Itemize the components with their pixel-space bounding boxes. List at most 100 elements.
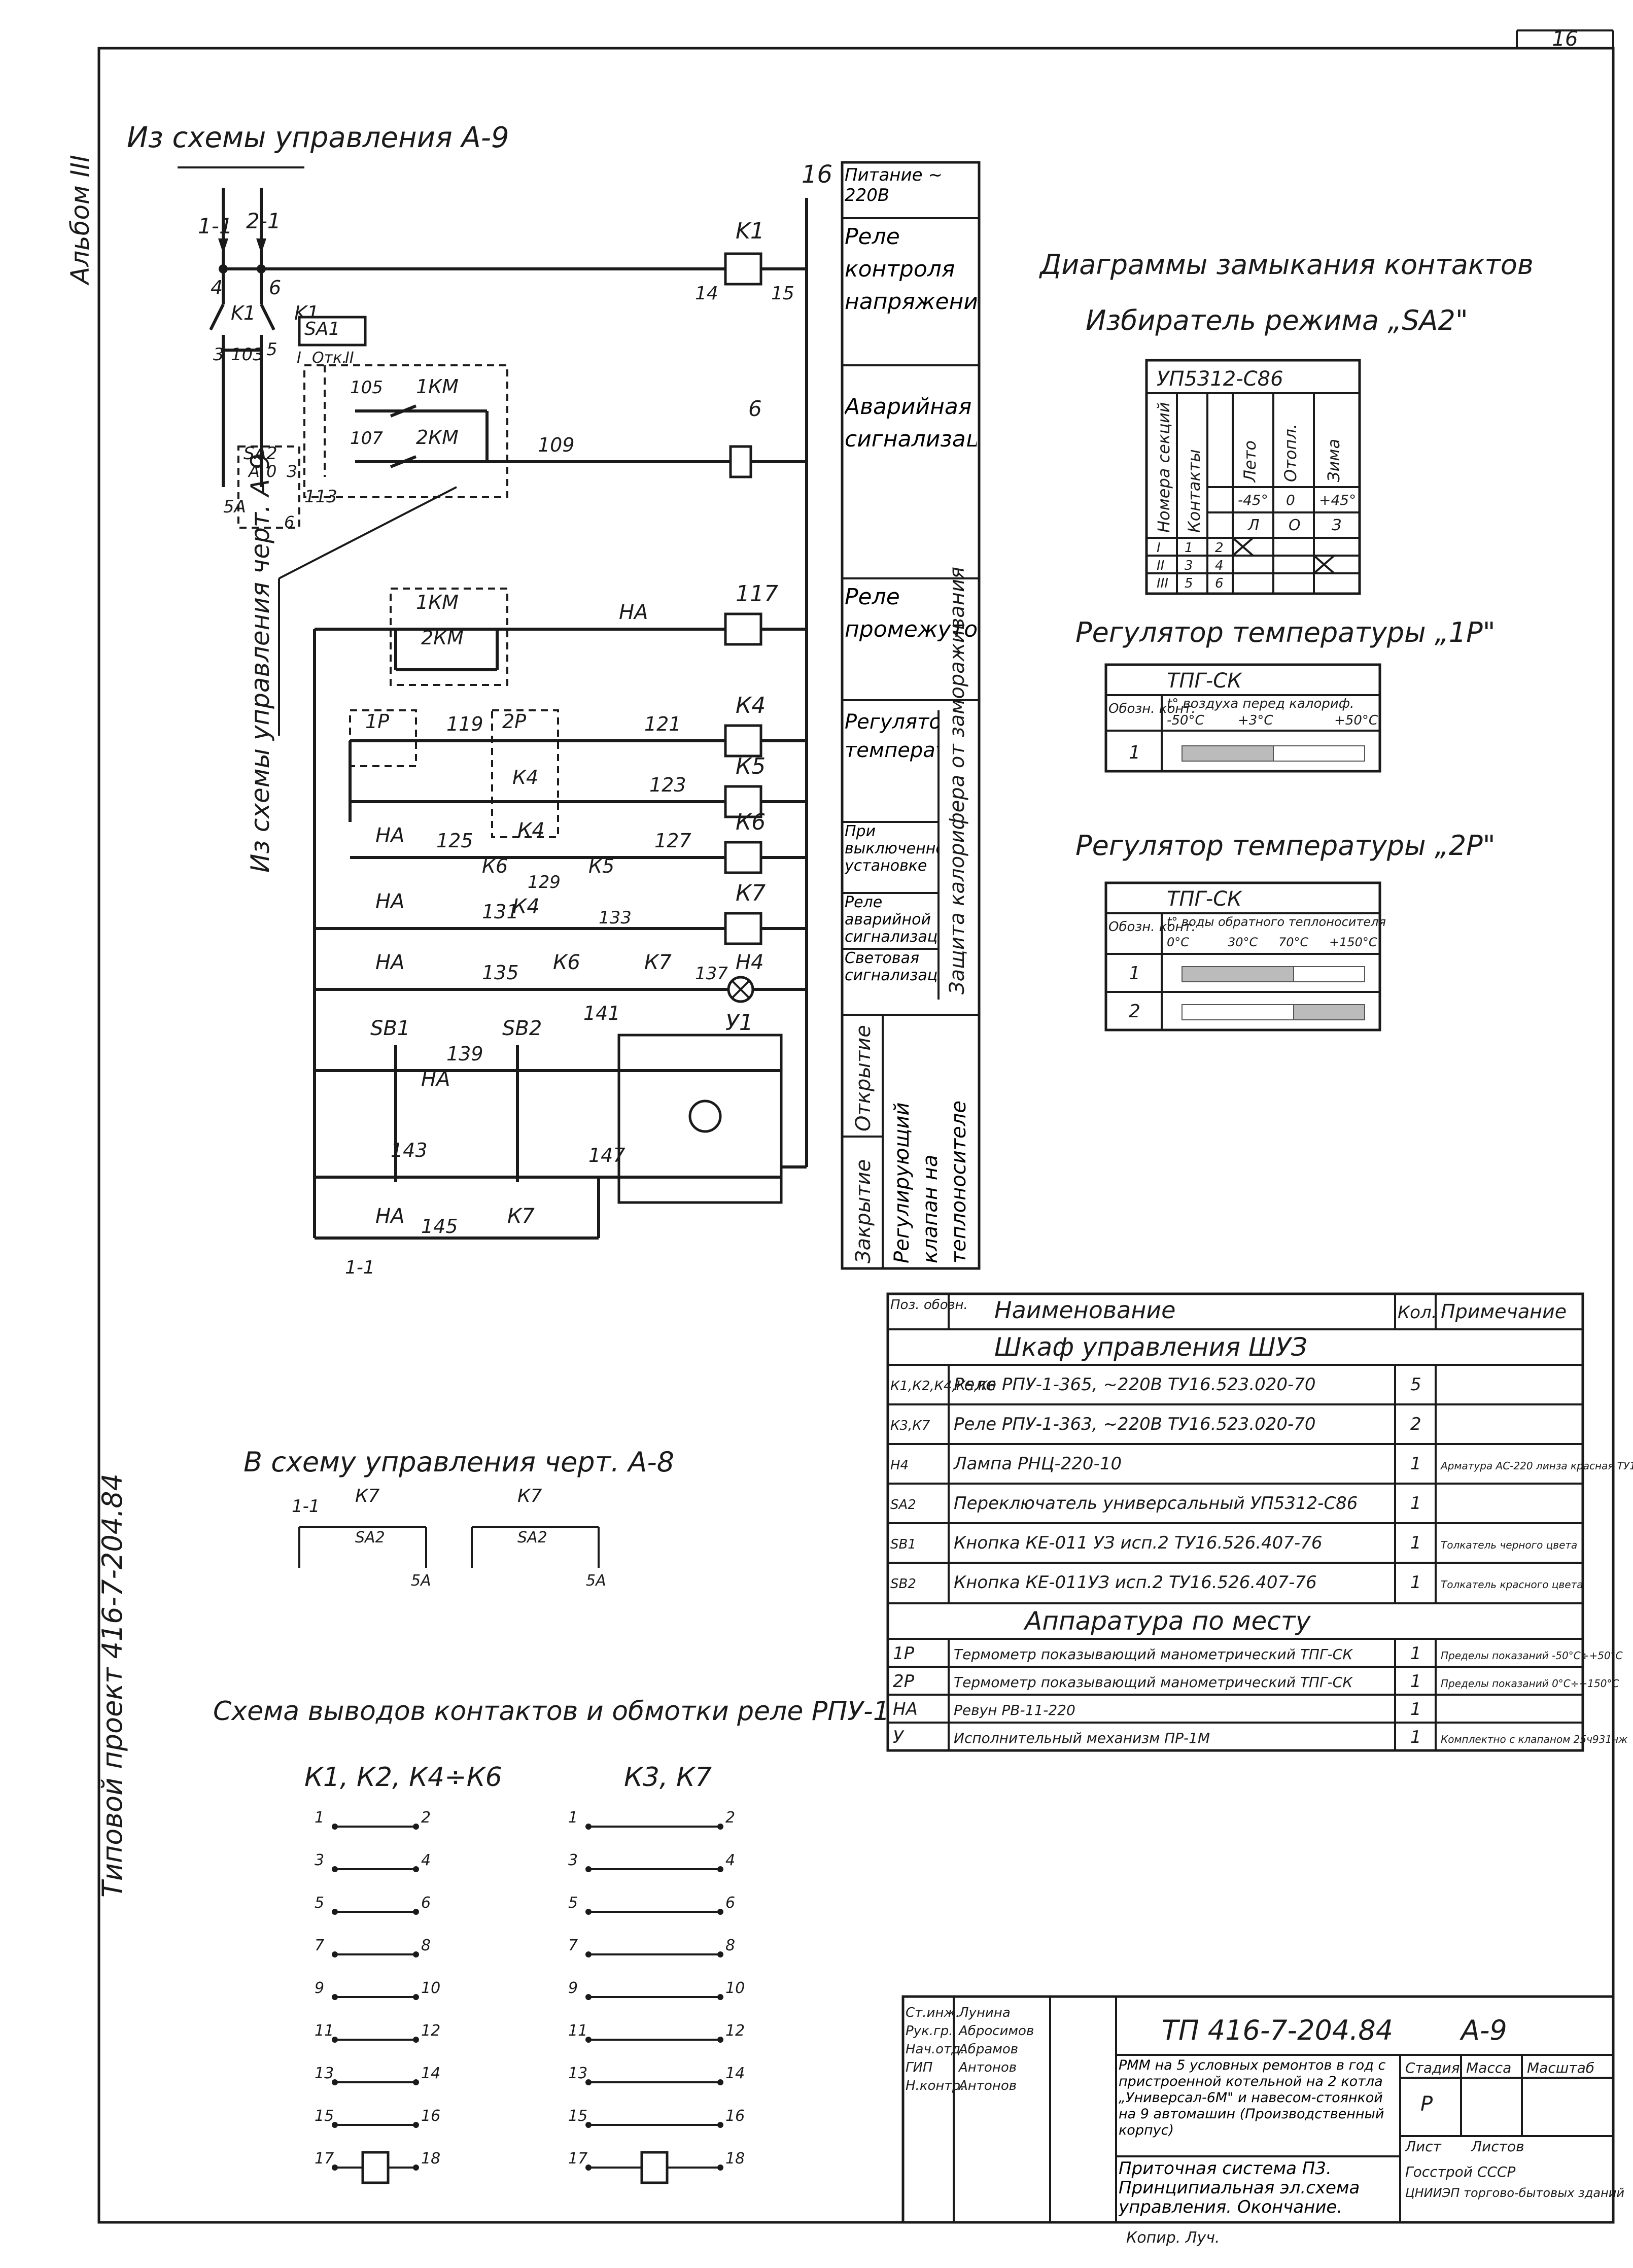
svg-text:II: II: [345, 349, 354, 367]
svg-text:107: 107: [350, 428, 383, 449]
svg-text:К7: К7: [507, 1205, 535, 1228]
svg-text:16: 16: [802, 160, 832, 189]
svg-text:К6: К6: [736, 809, 766, 835]
spec-cell-pos: К3,К7: [890, 1418, 930, 1433]
svg-text:1КМ: 1КМ: [416, 375, 459, 398]
svg-text:1КМ: 1КМ: [416, 591, 459, 613]
pin-label: 18: [725, 2150, 745, 2168]
svg-text:141: 141: [583, 1002, 620, 1024]
label-temp-regulator: Регулятор температуры: [845, 710, 939, 762]
svg-text:НА: НА: [619, 601, 648, 624]
pin-label: 11: [315, 2022, 334, 2040]
svg-text:145: 145: [421, 1215, 458, 1238]
spec-cell-name: Реле РПУ-1-365, ~220В ТУ16.523.020-70: [954, 1374, 1316, 1395]
svg-text:Масштаб: Масштаб: [1527, 2059, 1594, 2076]
svg-text:Лето: Лето: [1240, 440, 1260, 483]
svg-text:К5: К5: [736, 753, 766, 779]
svg-text:14: 14: [695, 283, 718, 304]
svg-text:+45°: +45°: [1319, 492, 1356, 508]
spec-cell-qty: 1: [1410, 1454, 1421, 1474]
svg-text:О: О: [1289, 517, 1301, 534]
svg-text:ЦНИИЭП торгово-бытовых зданий: ЦНИИЭП торгово-бытовых зданий: [1405, 2186, 1624, 2200]
svg-text:5А: 5А: [223, 497, 246, 517]
spec-cell-pos: SВ2: [890, 1576, 916, 1592]
pin-label: 11: [568, 2022, 587, 2040]
svg-text:Масса: Масса: [1466, 2059, 1511, 2076]
svg-text:Обозн. конт.: Обозн. конт.: [1108, 919, 1196, 935]
label-valve: Регулирующий клапан на теплоносителе: [890, 1101, 970, 1263]
pin-label: 14: [421, 2065, 440, 2082]
pin-label: 7: [568, 1937, 578, 1954]
spec-cell-name: Лампа РНЦ-220-10: [953, 1454, 1122, 1474]
spec-rows-field: 1Р Термометр показывающий манометрический…: [888, 1643, 1627, 1747]
spec-cell-note: Пределы показаний 0°С÷+150°С: [1441, 1677, 1619, 1690]
svg-text:Кол.: Кол.: [1398, 1302, 1437, 1323]
page-number: 16: [1552, 27, 1578, 51]
spec-cell-name: Переключатель универсальный УП5312-С86: [954, 1493, 1358, 1514]
label-alarm-relay: Реле аварийной сигнализации: [845, 894, 939, 946]
pin-label: 6: [421, 1894, 431, 1912]
from-scheme-vert: Из схемы управления черт. А-9: [246, 454, 275, 873]
stamp-code: ТП 416-7-204.84: [1162, 2014, 1393, 2046]
stamp-people: Ст.инж.ЛунинаРук.гр.АбросимовНач.отд.Абр…: [906, 2005, 1034, 2093]
label-intermediate-relay: Реле промежуточное: [845, 584, 977, 642]
svg-text:Л: Л: [1247, 517, 1260, 534]
svg-text:К7: К7: [517, 1486, 542, 1506]
pin-label: 12: [725, 2022, 745, 2040]
stamp-sheet: А-9: [1460, 2014, 1507, 2046]
spec-cell-name: Термометр показывающий манометрический Т…: [954, 1674, 1353, 1691]
sa2-table: УП5312-С86 Номера секций Контакты Лето О…: [1145, 359, 1361, 595]
svg-text:III: III: [1157, 576, 1168, 591]
label-voltage-relay: Реле контроля напряжения: [845, 224, 977, 315]
svg-text:Аппаратура по месту: Аппаратура по месту: [1023, 1606, 1311, 1636]
pin-label: 10: [725, 1979, 745, 1997]
svg-text:4: 4: [1215, 558, 1224, 573]
svg-text:Лист: Лист: [1405, 2138, 1442, 2155]
spec-cell-name: Термометр показывающий манометрический Т…: [954, 1646, 1353, 1663]
spec-cell-qty: 1: [1410, 1572, 1421, 1593]
svg-text:1-1: 1-1: [345, 1257, 375, 1278]
svg-text:2Р: 2Р: [502, 710, 526, 733]
stamp-role: ГИП: [906, 2060, 933, 2075]
pin-label: 15: [568, 2107, 587, 2125]
spec-cell-qty: 2: [1410, 1414, 1421, 1434]
svg-text:Н4: Н4: [736, 951, 764, 974]
svg-text:131: 131: [482, 901, 519, 923]
spec-cell-note: Комплектно с клапаном 25ч931нж: [1441, 1733, 1627, 1745]
spec-cell-pos: К1,К2,К4,К5,К6: [890, 1379, 996, 1394]
pin-label: 2: [725, 1809, 735, 1827]
svg-text:НА: НА: [375, 824, 404, 847]
svg-text:5: 5: [266, 339, 277, 360]
svg-text:З: З: [1332, 517, 1341, 534]
label-open: Открытие: [852, 1025, 875, 1131]
reg1-table: ТПГ-СК Обозн. конт. t° воздуха перед кал…: [1104, 663, 1381, 773]
svg-text:109: 109: [538, 434, 575, 456]
svg-text:К4: К4: [736, 693, 766, 718]
pin-label: 12: [421, 2022, 440, 2040]
svg-text:70°С: 70°С: [1278, 935, 1309, 949]
spec-cell-pos: SА2: [890, 1497, 916, 1513]
svg-text:30°С: 30°С: [1228, 935, 1258, 949]
svg-text:0: 0: [266, 462, 276, 481]
svg-text:105: 105: [350, 377, 383, 398]
to-scheme-contacts: 1-1 К7 К7 SA2 SA2 5А 5А: [292, 1486, 606, 1590]
svg-text:5: 5: [1185, 576, 1193, 591]
stamp-role: Ст.инж.: [906, 2005, 960, 2020]
svg-text:Поз. обозн.: Поз. обозн.: [890, 1297, 968, 1313]
svg-text:К4: К4: [517, 819, 545, 842]
svg-text:15: 15: [771, 283, 794, 304]
pin-label: 15: [315, 2107, 334, 2125]
relay-left-label: К1, К2, К4÷К6: [304, 1762, 502, 1793]
svg-text:6: 6: [1215, 576, 1224, 591]
svg-text:123: 123: [649, 774, 686, 796]
spec-cell-qty: 1: [1410, 1533, 1421, 1553]
from-scheme-label: Из схемы управления А-9: [127, 121, 509, 154]
stamp-person: Антонов: [958, 2078, 1017, 2093]
stamp-description: РММ на 5 условных ремонтов в год с прист…: [1119, 2057, 1386, 2138]
spec-cell-qty: 5: [1410, 1374, 1421, 1395]
album-label: Альбом III: [65, 155, 95, 286]
stamp-role: Нач.отд.: [906, 2042, 964, 2057]
spec-cell-pos: 1Р: [893, 1643, 915, 1664]
